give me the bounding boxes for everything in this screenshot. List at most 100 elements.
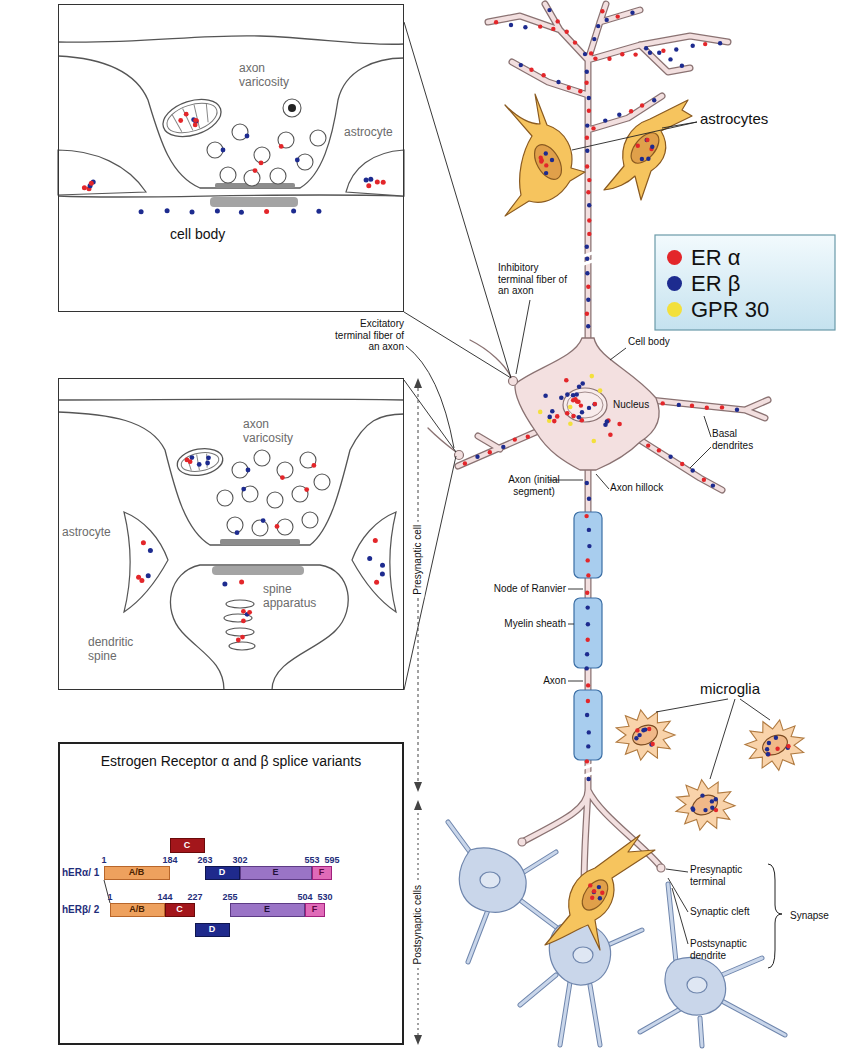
legend-swatch bbox=[667, 250, 682, 265]
cell-type-label: microglia bbox=[700, 680, 760, 697]
leader-line bbox=[568, 681, 583, 682]
receptor-dot bbox=[573, 40, 577, 44]
receptor-dot bbox=[529, 68, 533, 72]
legend-swatch bbox=[667, 276, 682, 291]
postsynaptic-cell bbox=[459, 848, 526, 912]
receptor-dot bbox=[544, 163, 548, 167]
receptor-dot bbox=[603, 118, 607, 122]
receptor-dot bbox=[380, 563, 385, 568]
receptor-dot bbox=[565, 411, 570, 416]
domain-box: D bbox=[205, 866, 240, 880]
receptor-dot bbox=[178, 118, 183, 123]
receptor-dot bbox=[184, 112, 189, 117]
receptor-dot bbox=[586, 744, 590, 748]
receptor-dot bbox=[587, 730, 591, 734]
receptor-dot bbox=[585, 271, 589, 275]
synaptic-vesicle bbox=[227, 517, 243, 533]
break-mark bbox=[578, 763, 598, 778]
domain-label: F bbox=[319, 868, 325, 877]
part-label: Inhibitory terminal fiber of an axon bbox=[498, 262, 576, 297]
legend: ER αER βGPR 30 bbox=[655, 235, 835, 330]
dendrite bbox=[522, 470, 660, 905]
receptor-dot bbox=[718, 41, 722, 45]
receptor-dot bbox=[705, 406, 709, 410]
receptor-dot bbox=[538, 410, 543, 415]
receptor-dot bbox=[587, 109, 591, 113]
receptor-dot bbox=[690, 806, 694, 810]
receptor-dot bbox=[647, 727, 651, 731]
receptor-dot bbox=[620, 52, 624, 56]
inset-panel: axon varicosityastrocytecell body bbox=[58, 4, 404, 312]
receptor-dot bbox=[714, 797, 718, 801]
receptor-dot bbox=[587, 406, 591, 410]
synaptic-vesicle bbox=[300, 452, 316, 468]
receptor-dot bbox=[141, 540, 146, 545]
receptor-dot bbox=[587, 218, 591, 222]
synaptic-vesicle bbox=[277, 519, 293, 535]
receptor-dot bbox=[586, 683, 590, 687]
leader-line bbox=[596, 474, 609, 489]
synaptic-vesicle bbox=[242, 486, 258, 502]
receptor-dot bbox=[82, 185, 87, 190]
receptor-dot bbox=[239, 579, 244, 584]
receptor-dot bbox=[261, 518, 266, 523]
receptor-dot bbox=[539, 156, 543, 160]
inset-label: dendritic spine bbox=[88, 636, 148, 664]
receptor-dot bbox=[774, 736, 778, 740]
receptor-dot bbox=[215, 209, 220, 214]
synaptic-vesicle bbox=[278, 132, 294, 148]
receptor-dot bbox=[585, 666, 589, 670]
synaptic-bouton bbox=[657, 864, 665, 872]
receptor-dot bbox=[584, 514, 588, 518]
receptor-dot bbox=[585, 713, 589, 717]
receptor-dot bbox=[585, 123, 589, 127]
domain-label: A/B bbox=[129, 905, 145, 914]
leader-line bbox=[404, 380, 456, 452]
receptor-dot bbox=[720, 405, 724, 409]
receptor-dot bbox=[644, 46, 648, 50]
receptor-dot bbox=[559, 396, 564, 401]
receptor-dot bbox=[680, 64, 684, 68]
leader-line bbox=[672, 888, 688, 944]
residue-number: 263 bbox=[197, 855, 212, 865]
receptor-dot bbox=[592, 37, 596, 41]
receptor-dot bbox=[564, 378, 569, 383]
receptor-dot bbox=[702, 478, 706, 482]
spine-apparatus bbox=[224, 600, 255, 650]
receptor-dot bbox=[650, 145, 654, 149]
varicosity-outline bbox=[58, 412, 404, 545]
receptor-dot bbox=[645, 138, 649, 142]
varicosity-outline bbox=[58, 399, 404, 545]
receptor-dot bbox=[636, 144, 640, 148]
domain-box: A/B bbox=[104, 866, 170, 880]
receptor-dot bbox=[368, 177, 373, 182]
leader-line bbox=[668, 878, 688, 912]
receptor-dot bbox=[587, 203, 591, 207]
receptor-dot bbox=[381, 180, 386, 185]
receptor-dot bbox=[375, 179, 380, 184]
receptor-dot bbox=[591, 126, 595, 130]
synaptic-vesicle bbox=[217, 490, 233, 506]
mitochondrion bbox=[175, 445, 225, 479]
receptor-dot bbox=[775, 747, 779, 751]
leader-line bbox=[740, 699, 770, 720]
residue-number: 595 bbox=[324, 855, 339, 865]
receptor-dot bbox=[551, 27, 555, 31]
receptor-dot bbox=[605, 18, 609, 22]
receptor-dot bbox=[89, 181, 94, 186]
receptor-dot bbox=[617, 113, 621, 117]
postsynaptic-cell bbox=[448, 822, 785, 1046]
receptor-dot bbox=[586, 573, 590, 577]
receptor-dot bbox=[205, 461, 210, 466]
receptor-dot bbox=[245, 134, 250, 139]
isoform-label: hERα/ 1 bbox=[62, 867, 99, 879]
receptor-dot bbox=[304, 487, 309, 492]
legend-text: ER α bbox=[691, 245, 740, 270]
residue-number: 1 bbox=[107, 892, 112, 902]
synaptic-vesicle bbox=[310, 130, 326, 146]
receptor-dot bbox=[374, 580, 379, 585]
part-label: Cell body bbox=[628, 336, 670, 348]
receptor-dot bbox=[579, 403, 583, 407]
domain-box: A/B bbox=[110, 903, 165, 917]
receptor-dot bbox=[648, 51, 652, 55]
